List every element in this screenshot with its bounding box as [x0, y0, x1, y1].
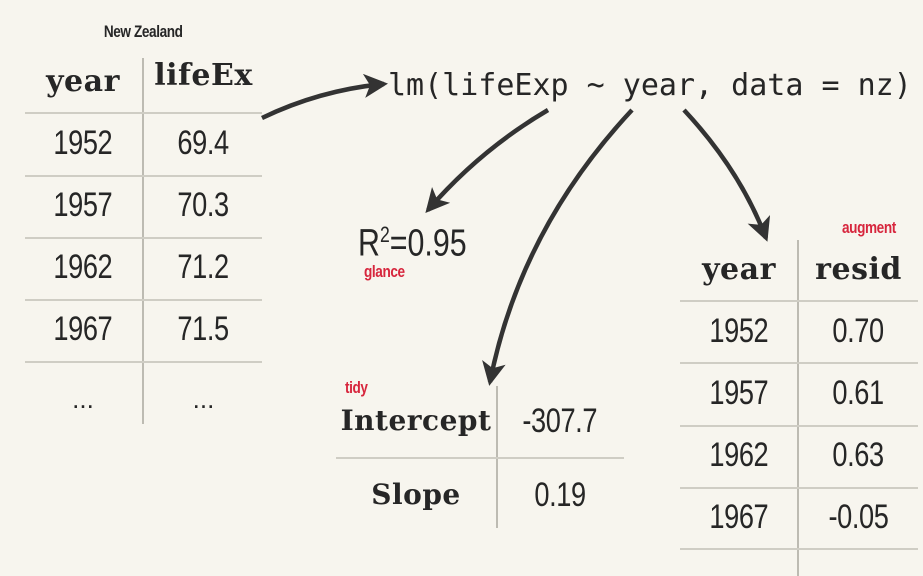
table-row: ...: [192, 384, 215, 414]
table-row: 1957: [53, 186, 113, 224]
tidy-term-slope: Slope: [371, 478, 461, 511]
table-row: 0.61: [832, 374, 885, 412]
model-call: lm(lifeExp ~ year, data = nz): [388, 68, 912, 103]
source-table-divider: [142, 58, 144, 424]
table-row: 1957: [709, 374, 769, 412]
source-table-caption: New Zealand: [103, 22, 183, 41]
table-row: 1962: [709, 436, 769, 474]
source-table-rule: [25, 112, 262, 114]
table-row: 1967: [53, 310, 113, 348]
table-row: 1952: [709, 312, 769, 350]
arrow-data-to-model: [261, 73, 388, 121]
source-header-lifeex: lifeEx: [154, 58, 253, 93]
table-row: 69.4: [177, 124, 230, 162]
augment-table-divider: [797, 240, 799, 576]
tidy-term-intercept: Intercept: [340, 404, 492, 437]
source-table-rule: [25, 175, 262, 177]
table-row: 0.70: [832, 312, 885, 350]
r-squared-value: =0.95: [389, 222, 467, 265]
augment-table-rule: [680, 362, 918, 364]
glance-label: glance: [364, 262, 405, 281]
tidy-table-rule: [336, 457, 624, 459]
table-row: 70.3: [177, 186, 230, 224]
augment-label: augment: [842, 218, 896, 237]
table-row: -0.05: [828, 498, 889, 536]
source-table-rule: [25, 237, 262, 239]
table-row: 71.2: [177, 248, 230, 286]
table-row: 1967: [709, 498, 769, 536]
source-table-rule: [25, 299, 262, 301]
augment-table-rule: [680, 548, 918, 550]
table-row: 71.5: [177, 310, 230, 348]
augment-table-rule: [680, 300, 918, 302]
augment-header-year: year: [702, 252, 776, 287]
table-row: ...: [72, 384, 94, 414]
source-table-rule: [25, 361, 262, 363]
source-header-year: year: [46, 64, 120, 99]
table-row: -307.7: [522, 402, 598, 440]
table-row: 1952: [53, 124, 113, 162]
table-row: 1962: [53, 248, 113, 286]
augment-table-rule: [680, 425, 918, 427]
arrow-model-to-augment: [682, 108, 771, 242]
arrow-model-to-glance: [425, 108, 550, 214]
tidy-label: tidy: [345, 378, 368, 397]
arrow-model-to-tidy: [482, 108, 634, 386]
r-squared-superscript: 2: [379, 222, 390, 247]
table-row: 0.19: [534, 476, 586, 514]
augment-table-rule: [680, 487, 918, 489]
augment-header-resid: resid: [815, 252, 902, 287]
table-row: 0.63: [832, 436, 885, 474]
r-squared-prefix: R: [358, 222, 380, 265]
